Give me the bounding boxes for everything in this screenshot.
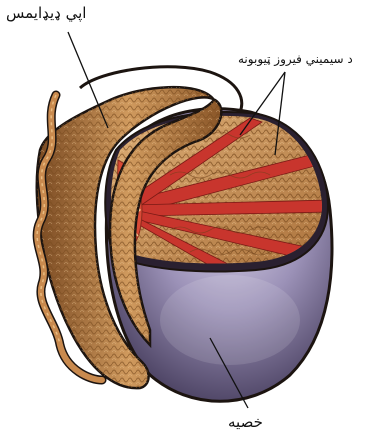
- label-seminiferous-tubules: د سيميني فيروز ټيوبونه: [238, 52, 353, 66]
- testis-highlight: [160, 275, 300, 365]
- label-epididymis: اپي ډيډايمس: [6, 4, 86, 22]
- label-testis: خصيه: [228, 413, 263, 431]
